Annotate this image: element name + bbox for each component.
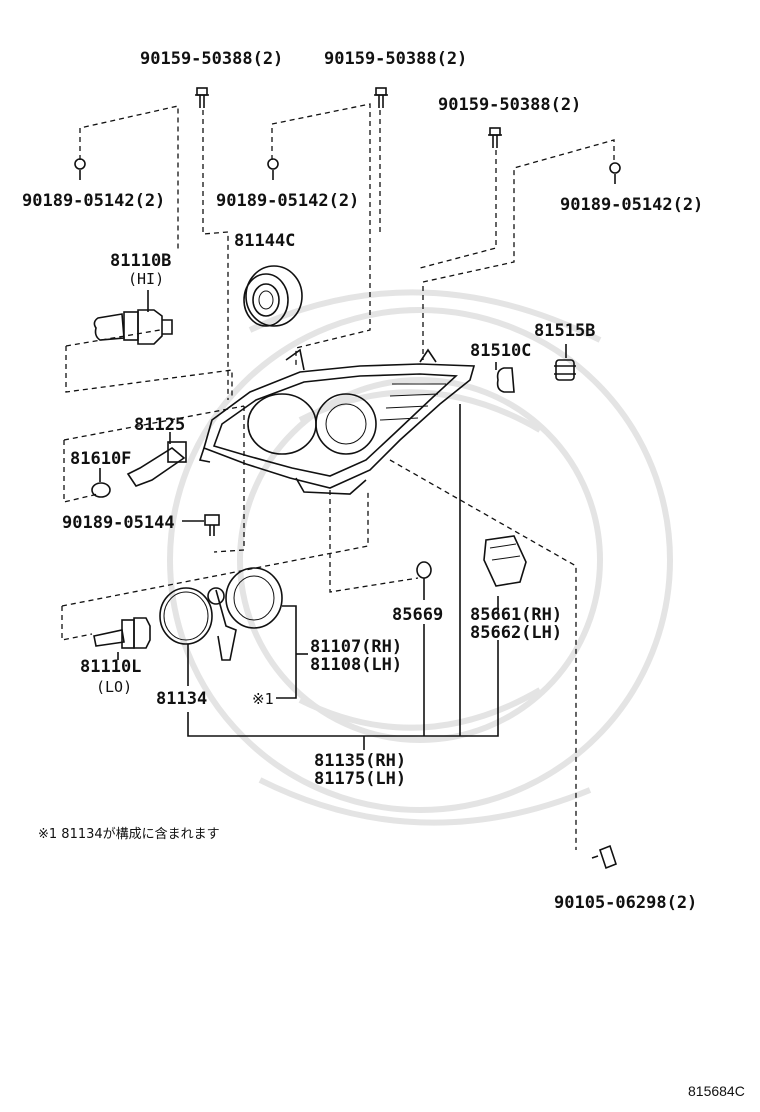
label-lo-bulb: 81110L [80, 657, 141, 677]
label-cover-rh: 81107(RH) [310, 637, 402, 657]
label-screw-05144: 90189-05144 [62, 513, 175, 533]
bolt-bottom [591, 844, 617, 870]
bolt-top-right [488, 127, 502, 148]
bulb-cover [207, 567, 283, 661]
bolt-top-left [195, 87, 209, 108]
socket-81515b [554, 359, 576, 381]
label-screw-center: 90189-05142(2) [216, 191, 359, 211]
actuator [483, 535, 527, 587]
leader-lines [99, 290, 567, 750]
assembly-guide-lines [61, 103, 615, 850]
label-bolt-top-center: 90159-50388(2) [324, 49, 467, 69]
label-screw-right: 90189-05142(2) [560, 195, 703, 215]
label-lo-bulb-sub: (LO) [96, 678, 132, 696]
socket-81125 [126, 441, 187, 487]
label-bolt-top-right: 90159-50388(2) [438, 95, 581, 115]
label-assy-rh: 81135(RH) [314, 751, 406, 771]
label-screw-left: 90189-05142(2) [22, 191, 165, 211]
label-side-bulb: 81510C [470, 341, 531, 361]
label-actuator-rh: 85661(RH) [470, 605, 562, 625]
screw-05144 [204, 514, 220, 536]
label-hi-bulb-sub: (HI) [128, 270, 164, 288]
label-socket-81515b: 81515B [534, 321, 595, 341]
label-gasket: 81134 [156, 689, 207, 709]
label-assy-lh: 81175(LH) [314, 769, 406, 789]
bulb-81610f [91, 482, 111, 498]
footnote: ※1 81134が構成に含まれます [38, 826, 220, 842]
watermark-emblem [167, 289, 673, 826]
label-hi-bulb: 81110B [110, 251, 171, 271]
bolt-top-center [374, 87, 388, 108]
label-socket-81125: 81125 [134, 415, 185, 435]
screw-right [609, 162, 621, 184]
gasket-81134 [159, 587, 213, 645]
lo-bulb [93, 617, 151, 649]
screw-left [74, 158, 86, 180]
label-bolt-top-left: 90159-50388(2) [140, 49, 283, 69]
diagram-code: 815684C [688, 1083, 745, 1099]
label-cover-81144c: 81144C [234, 231, 295, 251]
headlamp-housing [198, 348, 476, 495]
label-actuator-lh: 85662(LH) [470, 623, 562, 643]
o-ring-85669 [416, 561, 432, 579]
label-cover-lh: 81108(LH) [310, 655, 402, 675]
side-bulb [496, 367, 515, 393]
label-mark-1: ※1 [252, 690, 274, 708]
screw-center [267, 158, 279, 180]
label-bulb-81610f: 81610F [70, 449, 131, 469]
label-o-ring: 85669 [392, 605, 443, 625]
hi-bulb [93, 309, 173, 345]
cover-81144c [243, 265, 303, 327]
label-bolt-bottom: 90105-06298(2) [554, 893, 697, 913]
